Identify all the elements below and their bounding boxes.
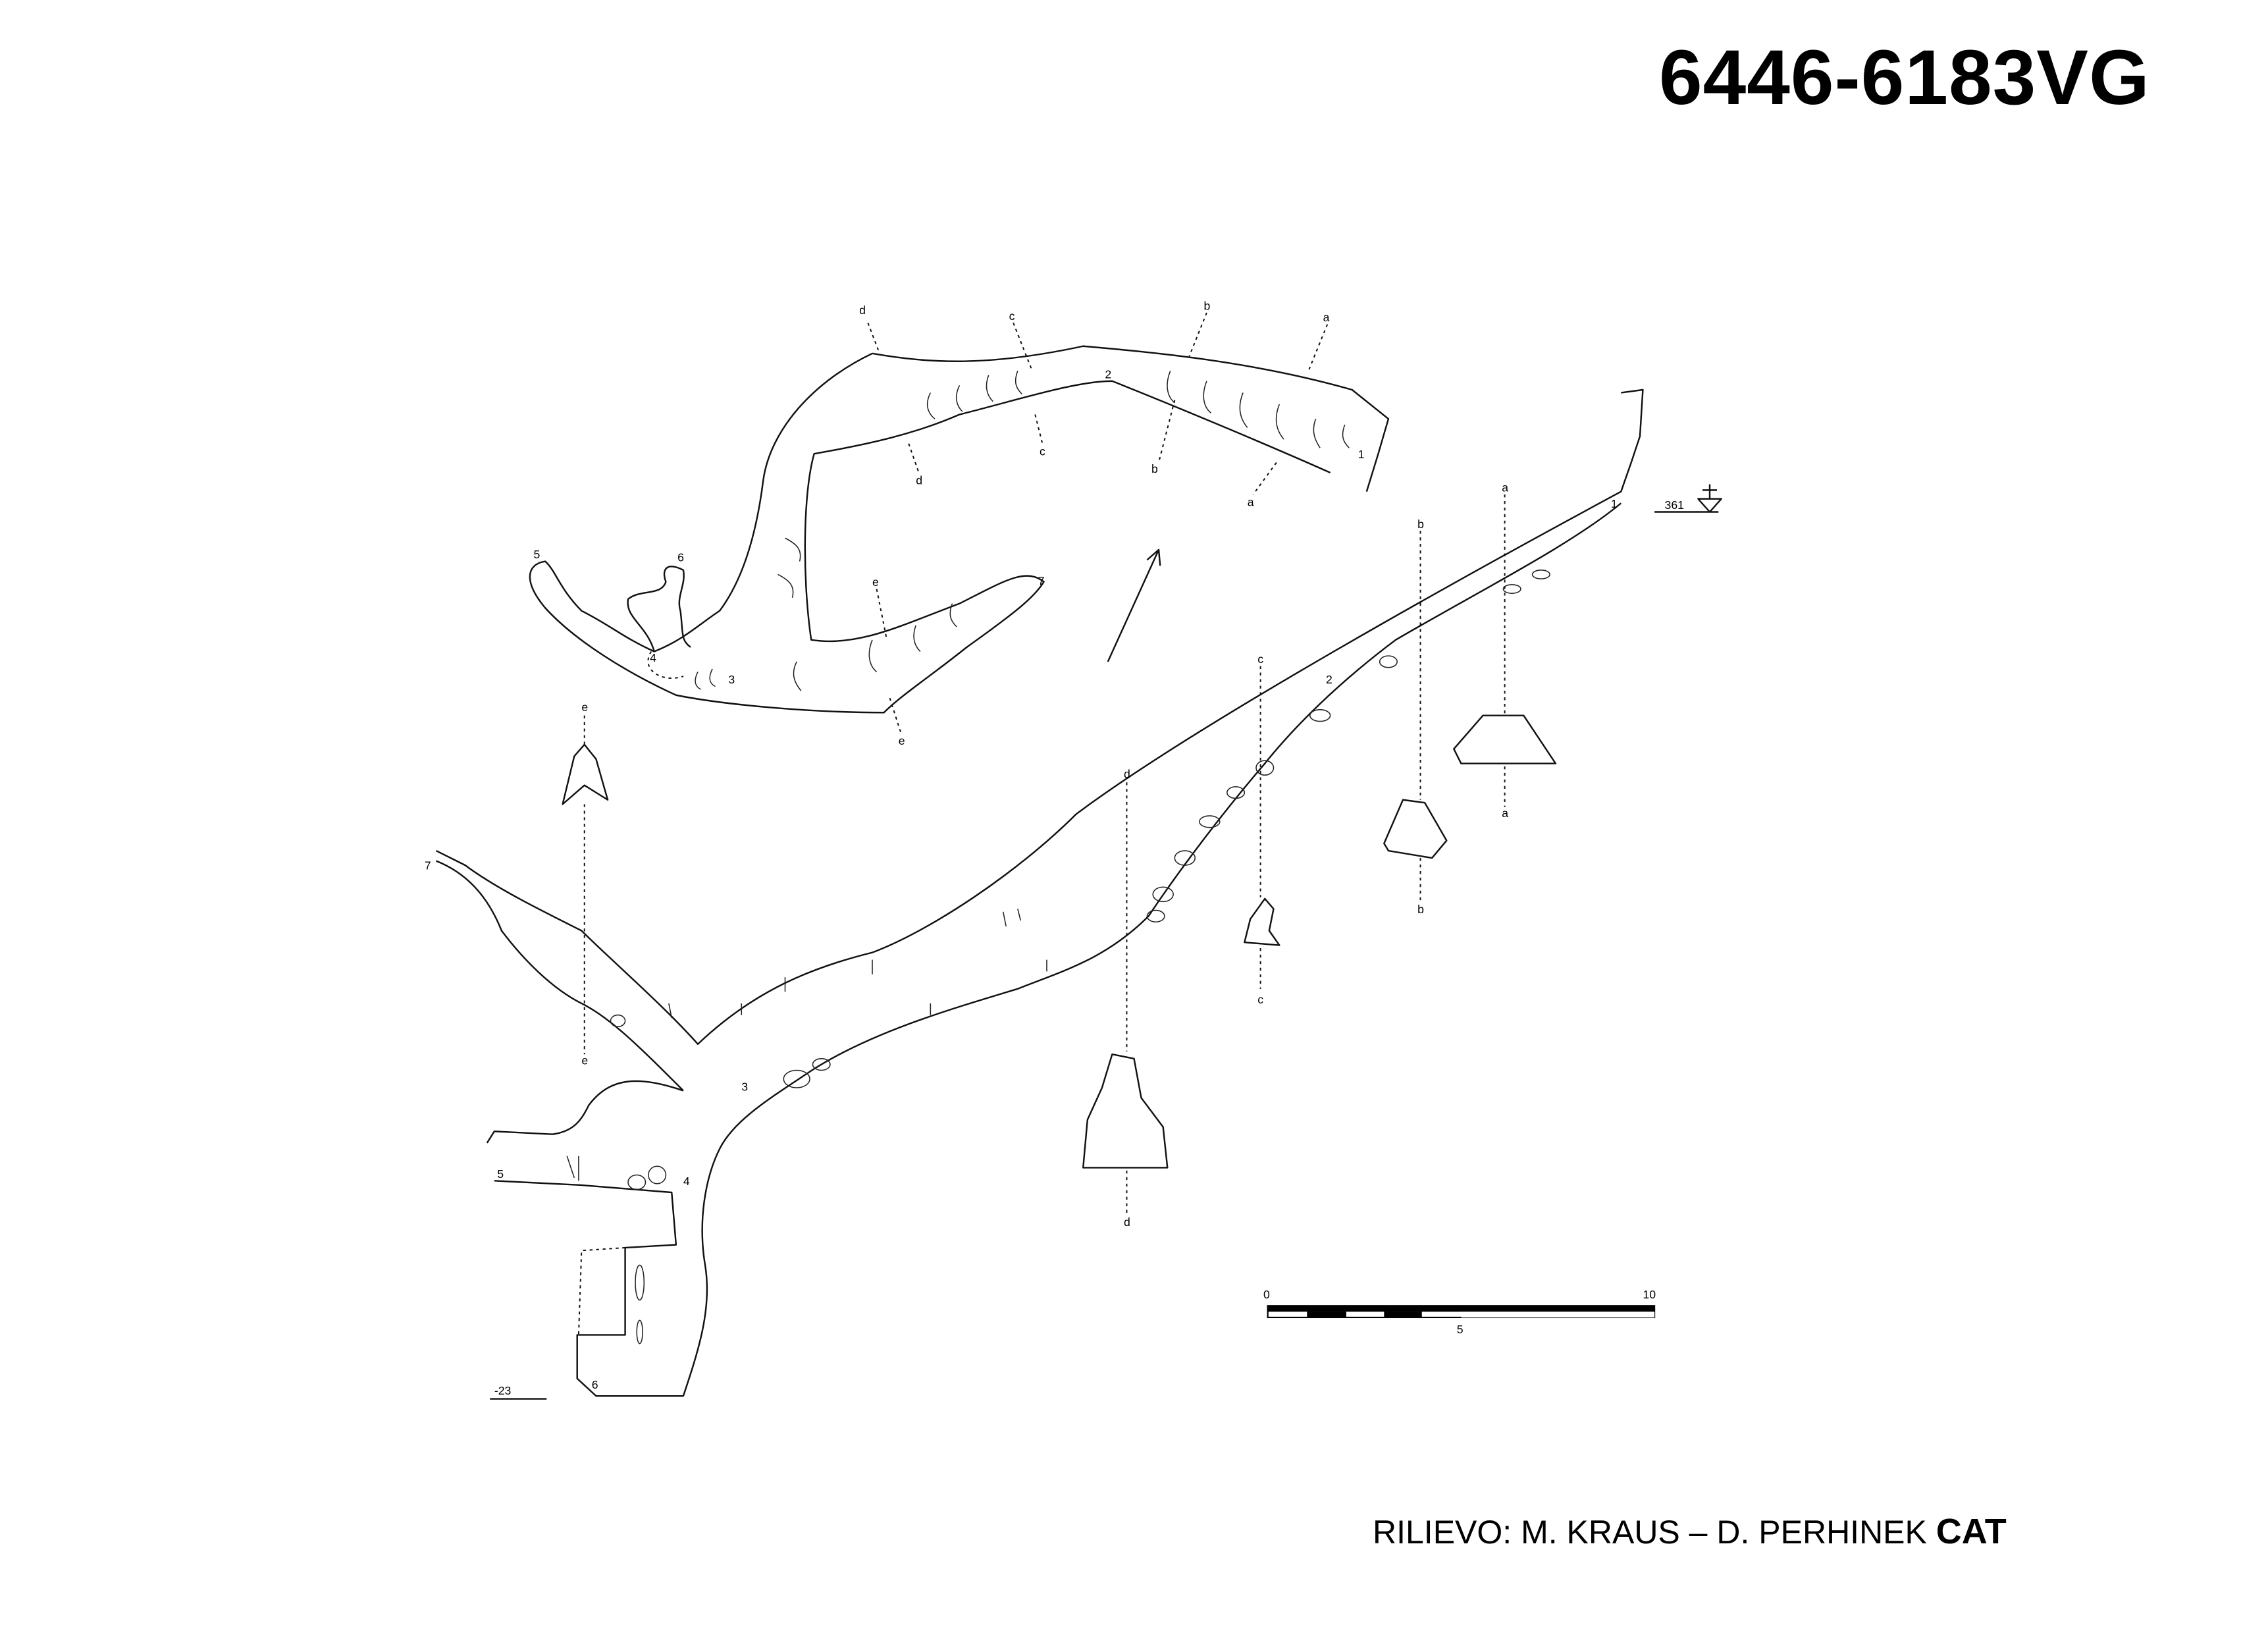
plan-station-7: 7 (1038, 574, 1045, 587)
plan-section-e-top: e (872, 575, 879, 589)
section-b-top: b (1417, 518, 1424, 531)
plan-section-b-top: b (1203, 300, 1210, 313)
group-name: CAT (1936, 1512, 2007, 1551)
plan-passage-4 (647, 651, 684, 679)
profile-station-3: 3 (741, 1080, 748, 1093)
profile-ceiling (435, 388, 1644, 1045)
section-a-top: a (1502, 481, 1508, 494)
entrance-elevation: 361 (1665, 498, 1684, 512)
profile-station-1: 1 (1611, 497, 1618, 510)
plan-station-6: 6 (677, 551, 684, 564)
plan-section-e-bottom: e (899, 734, 905, 747)
survey-credit: RILIEVO: M. KRAUS – D. PERHINEK CAT (1373, 1511, 2007, 1552)
surveyors: RILIEVO: M. KRAUS – D. PERHINEK (1373, 1514, 1927, 1551)
section-b-bottom: b (1417, 903, 1424, 916)
profile-station-6: 6 (592, 1378, 598, 1391)
profile-rocks (566, 570, 1550, 1345)
cave-register-number: 6446-6183VG (1659, 34, 2150, 121)
section-a-bottom: a (1502, 807, 1508, 820)
profile-lower-branch (486, 1080, 684, 1144)
plan-station-5: 5 (533, 548, 540, 561)
plan-station-4: 4 (650, 651, 656, 664)
section-c (1244, 897, 1280, 946)
plan-station-2: 2 (1105, 367, 1111, 381)
scale-bar: 0 5 10 (1263, 1288, 1656, 1336)
section-c-top: c (1257, 653, 1263, 666)
plan-section-a-bottom: a (1248, 496, 1254, 509)
section-c-bottom: c (1257, 993, 1263, 1006)
section-e (562, 743, 609, 805)
plan-outer-wall (872, 345, 1390, 492)
scale-label-0: 0 (1263, 1288, 1270, 1301)
plan-station-1: 1 (1358, 448, 1365, 461)
profile-station-7: 7 (425, 859, 431, 872)
plan-section-b-bottom: b (1151, 462, 1158, 475)
section-d-bottom: d (1124, 1215, 1130, 1229)
profile-station-4: 4 (683, 1175, 690, 1188)
plan-inner-wall (529, 352, 1331, 714)
profile-view: 1 2 3 4 5 6 7 361 -23 (425, 388, 1722, 1400)
profile-stalactites (668, 909, 1047, 1019)
entrance-marker-icon (1654, 484, 1722, 513)
plan-section-lines (867, 312, 1329, 735)
scale-label-10: 10 (1643, 1288, 1656, 1301)
section-e-bottom: e (581, 1054, 588, 1067)
section-b (1383, 799, 1448, 859)
plan-section-a-top: a (1323, 311, 1330, 324)
plan-section-c-top: c (1009, 309, 1015, 323)
plan-section-c-bottom: c (1040, 444, 1045, 458)
section-d-top: d (1124, 768, 1130, 781)
scale-label-5: 5 (1457, 1323, 1464, 1336)
plan-hatching (695, 371, 1350, 691)
plan-section-d-bottom: d (916, 474, 922, 487)
section-d (1082, 1053, 1169, 1169)
plan-view: d c b a d c b a e e 1 2 3 4 5 6 7 (529, 300, 1390, 747)
profile-station-2: 2 (1326, 673, 1332, 686)
cross-sections: a a b b c c d d e e (562, 481, 1557, 1229)
north-arrow-icon (1107, 548, 1161, 662)
plan-side-passage-6 (627, 566, 691, 652)
profile-left-branch (436, 860, 684, 1092)
plan-station-3: 3 (728, 673, 735, 686)
plan-section-d-top: d (859, 304, 866, 317)
profile-dashed-wall (577, 1246, 625, 1335)
profile-floor (494, 502, 1622, 1397)
section-a (1453, 714, 1557, 764)
profile-station-5: 5 (497, 1167, 504, 1181)
section-e-top: e (581, 701, 588, 714)
bottom-elevation: -23 (494, 1384, 512, 1397)
